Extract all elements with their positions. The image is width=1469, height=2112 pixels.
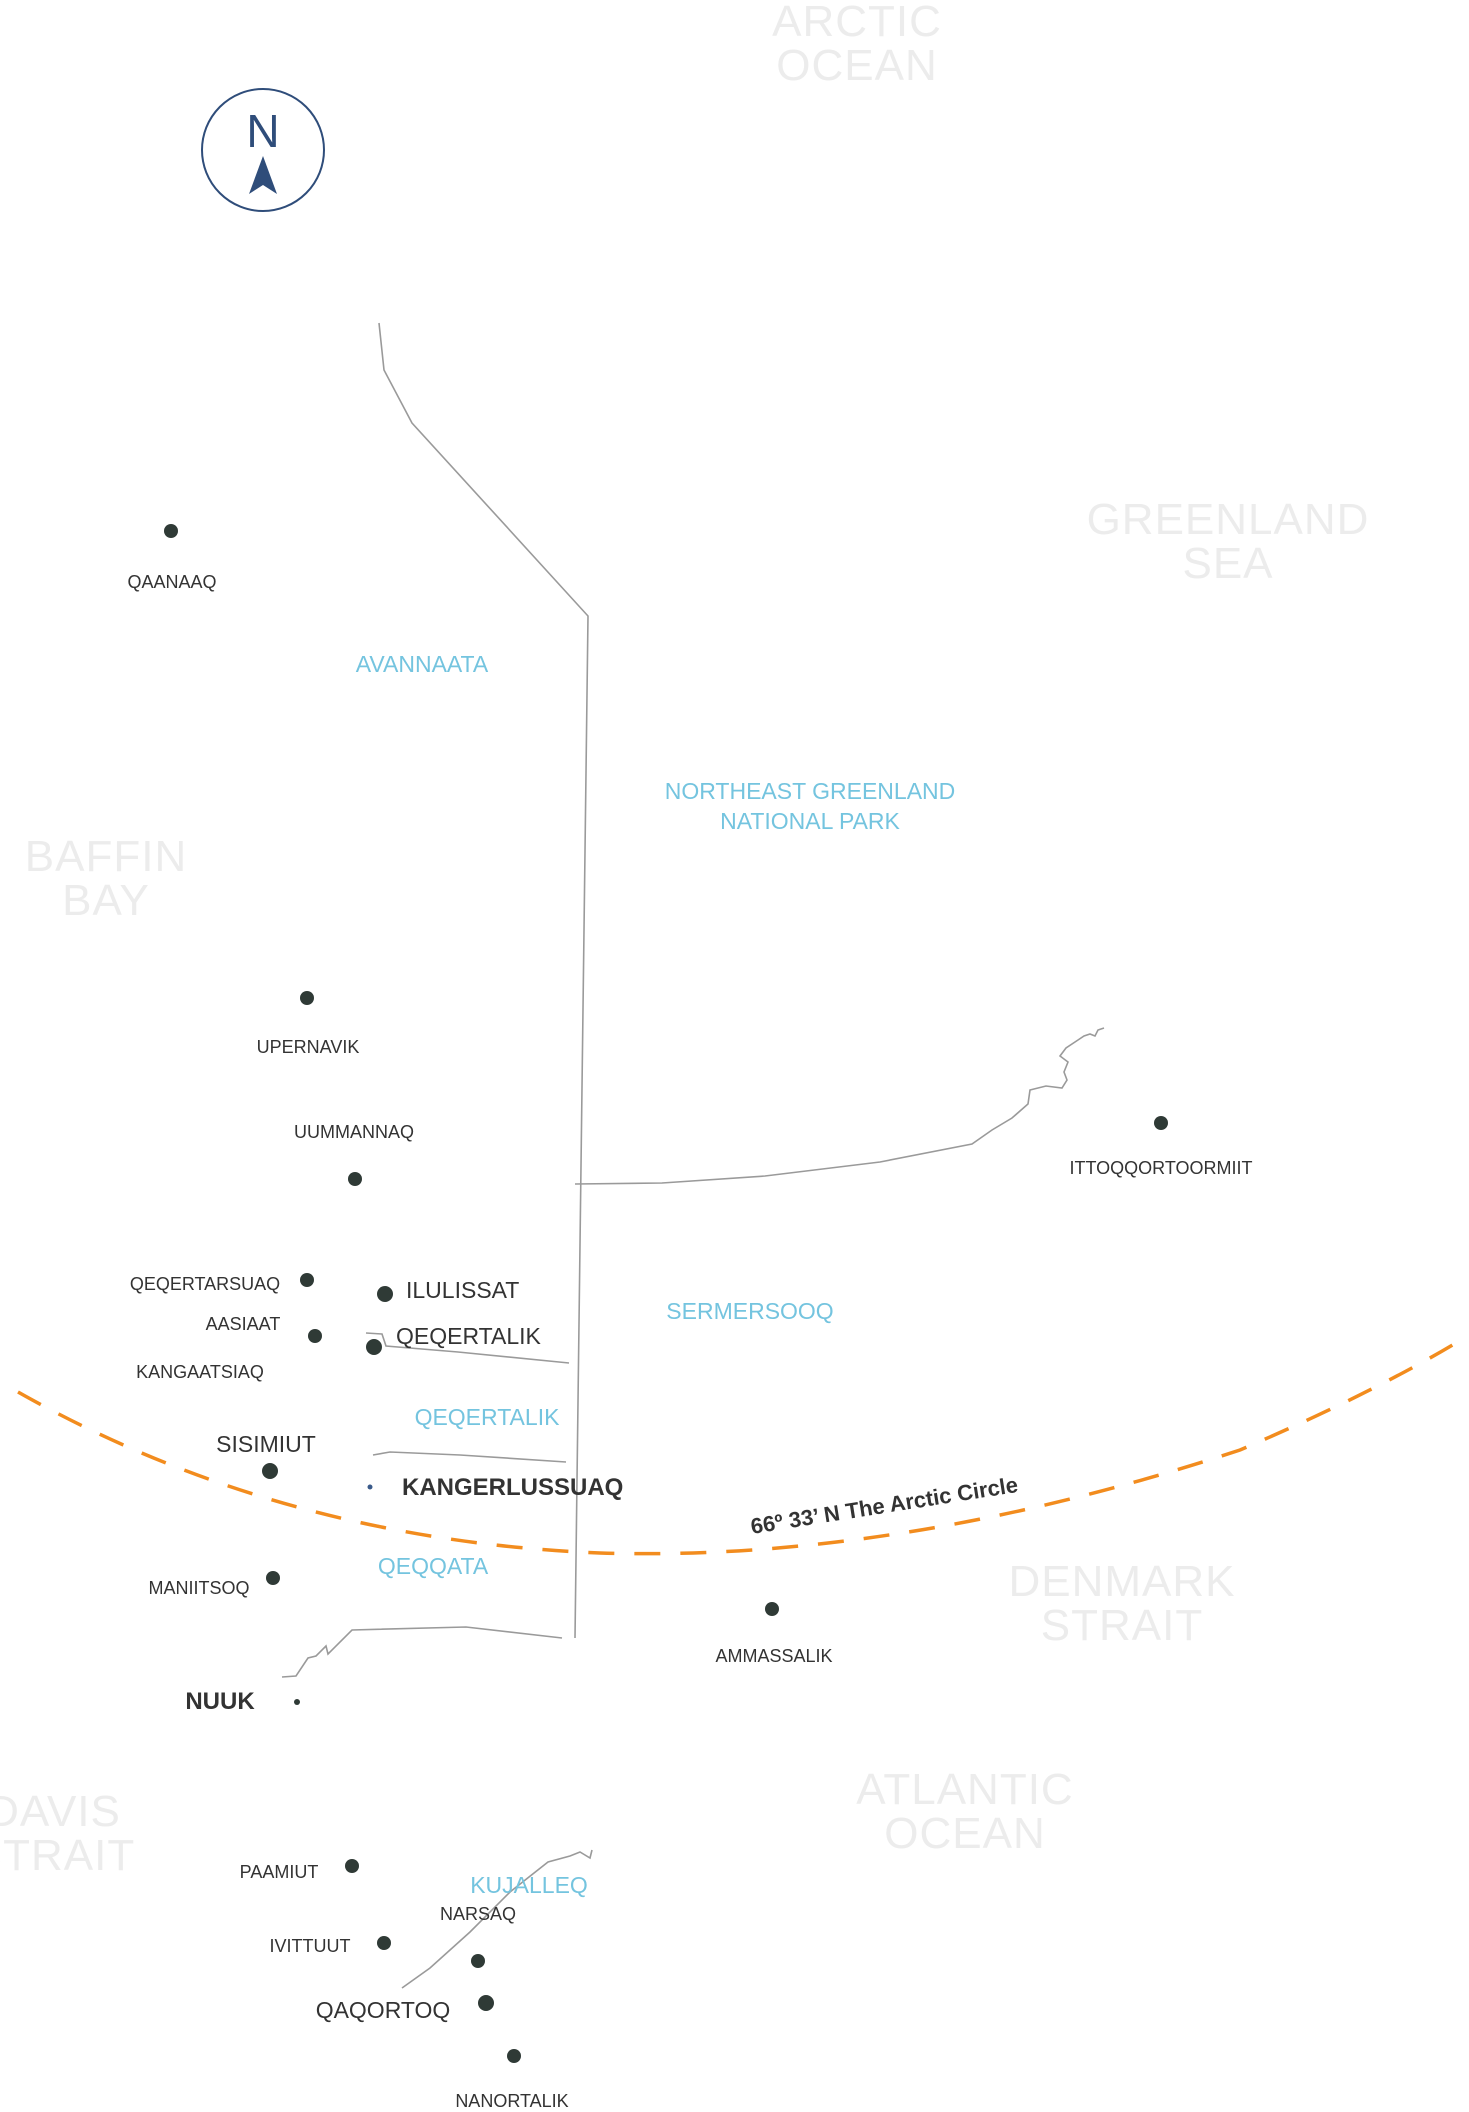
town-label-qeqertalik: QEQERTALIK (396, 1323, 541, 1349)
town-label-qeqertarsuaq: QEQERTARSUAQ (129, 1274, 281, 1294)
dot-paamiut (345, 1859, 359, 1873)
sea-label-davis-strait: DAVIS STRAIT (0, 1790, 135, 1878)
dot-qaanaaq (164, 524, 178, 538)
town-dots (164, 524, 1168, 2063)
dot-ilulissat (377, 1286, 393, 1302)
compass-ring (201, 88, 325, 212)
region-label-line: NORTHEAST GREENLAND (664, 778, 956, 804)
sea-label-line: ARCTIC (772, 0, 942, 46)
town-label-kangaatsiaq: KANGAATSIAQ (136, 1362, 264, 1382)
region-label-qeqqata: QEQQATA (377, 1553, 489, 1579)
sea-label-line: BAY (62, 876, 150, 925)
border-sermersooq-north (574, 1027, 1105, 1185)
border-north-west (378, 322, 589, 1639)
dot-sisimiut (262, 1463, 278, 1479)
dot-narsaq (471, 1954, 485, 1968)
north-arrow-icon (249, 156, 277, 194)
compass-letter: N (246, 105, 279, 157)
dot-kangerlussuaq (367, 1484, 373, 1490)
sea-label-baffin-bay: BAFFIN BAY (25, 835, 187, 923)
sea-label-line: DENMARK (1008, 1557, 1236, 1606)
arctic-circle-label: 66º 33’ N The Arctic Circle (749, 1472, 1020, 1539)
sea-label-line: OCEAN (776, 41, 938, 90)
sea-label-arctic-ocean: ARCTIC OCEAN (772, 0, 942, 88)
dot-qaqortoq (478, 1995, 494, 2011)
sea-label-denmark-strait: DENMARK STRAIT (1008, 1560, 1235, 1648)
dot-ivittuut (377, 1936, 391, 1950)
town-label-qaanaaq: QAANAAQ (127, 572, 217, 592)
town-label-narsaq: NARSAQ (439, 1904, 517, 1924)
dot-ammassalik (765, 1602, 779, 1616)
town-label-ittoqqortoormiit: ITTOQQORTOORMIIT (1069, 1158, 1253, 1178)
dot-maniitsoq (266, 1571, 280, 1585)
border-qeqertalik-north (365, 1332, 570, 1364)
dot-ittoqqortoormiit (1154, 1116, 1168, 1130)
sea-label-line: GREENLAND (1086, 495, 1370, 544)
sea-label-line: SEA (1182, 539, 1274, 588)
sea-label-line: BAFFIN (24, 832, 188, 881)
region-borders (281, 322, 1105, 1989)
town-label-nuuk: NUUK (185, 1688, 255, 1715)
dot-aasiaat (308, 1329, 322, 1343)
town-label-upernavik: UPERNAVIK (256, 1037, 360, 1057)
dot-uummannaq (348, 1172, 362, 1186)
compass: N (201, 88, 325, 212)
sea-label-line: DAVIS (0, 1787, 121, 1836)
town-label-paamiut: PAAMIUT (239, 1862, 319, 1882)
sea-label-greenland-sea: GREENLAND SEA (1087, 498, 1370, 586)
region-label-northeast-park: NORTHEAST GREENLAND NATIONAL PARK (665, 777, 956, 837)
dot-qeqertarsuaq (300, 1273, 314, 1287)
town-label-maniitsoq: MANIITSOQ (148, 1578, 250, 1598)
town-label-aasiaat: AASIAAT (205, 1314, 281, 1334)
sea-label-line: ATLANTIC (856, 1765, 1074, 1814)
town-label-nanortalik: NANORTALIK (455, 2091, 569, 2111)
sea-label-line: STRAIT (1040, 1601, 1204, 1650)
sea-label-line: STRAIT (0, 1831, 136, 1880)
town-label-ammassalik: AMMASSALIK (715, 1646, 833, 1666)
town-label-kangerlussuaq: KANGERLUSSUAQ (402, 1474, 624, 1501)
region-label-line: NATIONAL PARK (720, 807, 900, 834)
region-label-sermersooq: SERMERSOOQ (666, 1298, 834, 1324)
border-qeqqata-south (281, 1626, 563, 1678)
sea-label-line: OCEAN (884, 1809, 1046, 1858)
dot-nuuk (294, 1699, 300, 1705)
dot-qeqertalik (366, 1339, 382, 1355)
border-qeqertalik-south (372, 1451, 567, 1463)
town-label-ivittuut: IVITTUUT (269, 1936, 351, 1956)
town-label-sisimiut: SISIMIUT (216, 1431, 316, 1457)
dot-nanortalik (507, 2049, 521, 2063)
town-label-qaqortoq: QAQORTOQ (315, 1997, 451, 2023)
region-label-kujalleq: KUJALLEQ (470, 1872, 588, 1898)
town-label-ilulissat: ILULISSAT (406, 1277, 520, 1303)
region-label-avannaata: AVANNAATA (355, 651, 489, 677)
border-kujalleq (401, 1849, 593, 1989)
arctic-circle-line (17, 1333, 1469, 1556)
dot-upernavik (300, 991, 314, 1005)
region-label-qeqertalik: QEQERTALIK (414, 1404, 560, 1430)
town-label-uummannaq: UUMMANNAQ (294, 1122, 414, 1142)
sea-label-atlantic-ocean: ATLANTIC OCEAN (856, 1768, 1073, 1856)
